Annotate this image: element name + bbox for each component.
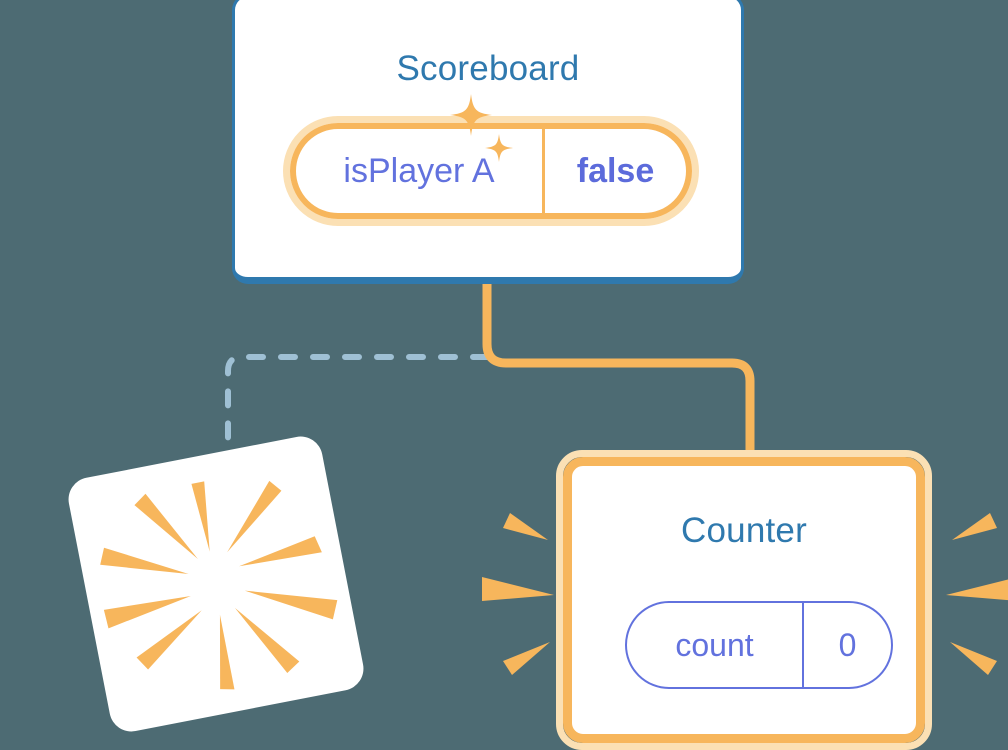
scoreboard-state-value: false bbox=[542, 129, 686, 213]
counter-state-key: count bbox=[675, 626, 754, 663]
scoreboard-state-pill[interactable]: isPlayer A false bbox=[283, 116, 699, 226]
counter-title: Counter bbox=[681, 511, 807, 550]
counter-rays-left-icon bbox=[482, 513, 554, 675]
sparkle-large-icon bbox=[450, 94, 492, 136]
counter-highlight-glow bbox=[556, 450, 932, 750]
counter-rays-right-icon bbox=[946, 513, 1008, 675]
connector-scoreboard-to-counter bbox=[482, 284, 755, 462]
scoreboard-state-key: isPlayer A bbox=[343, 151, 495, 190]
counter-state-pill[interactable]: count 0 bbox=[625, 601, 893, 689]
scoreboard-title: Scoreboard bbox=[396, 49, 580, 88]
counter-component[interactable]: Counter count 0 bbox=[556, 450, 932, 750]
scoreboard-component[interactable]: Scoreboard isPlayer A false bbox=[232, 0, 744, 284]
sparkle-group bbox=[450, 94, 513, 162]
sparkle-small-icon bbox=[485, 134, 513, 162]
burst-card[interactable] bbox=[64, 432, 368, 736]
connector-scoreboard-to-burst-card bbox=[225, 354, 490, 473]
burst-rays-icon bbox=[100, 480, 338, 690]
counter-state-value: 0 bbox=[802, 603, 891, 687]
pill-highlight-glow bbox=[283, 116, 699, 226]
